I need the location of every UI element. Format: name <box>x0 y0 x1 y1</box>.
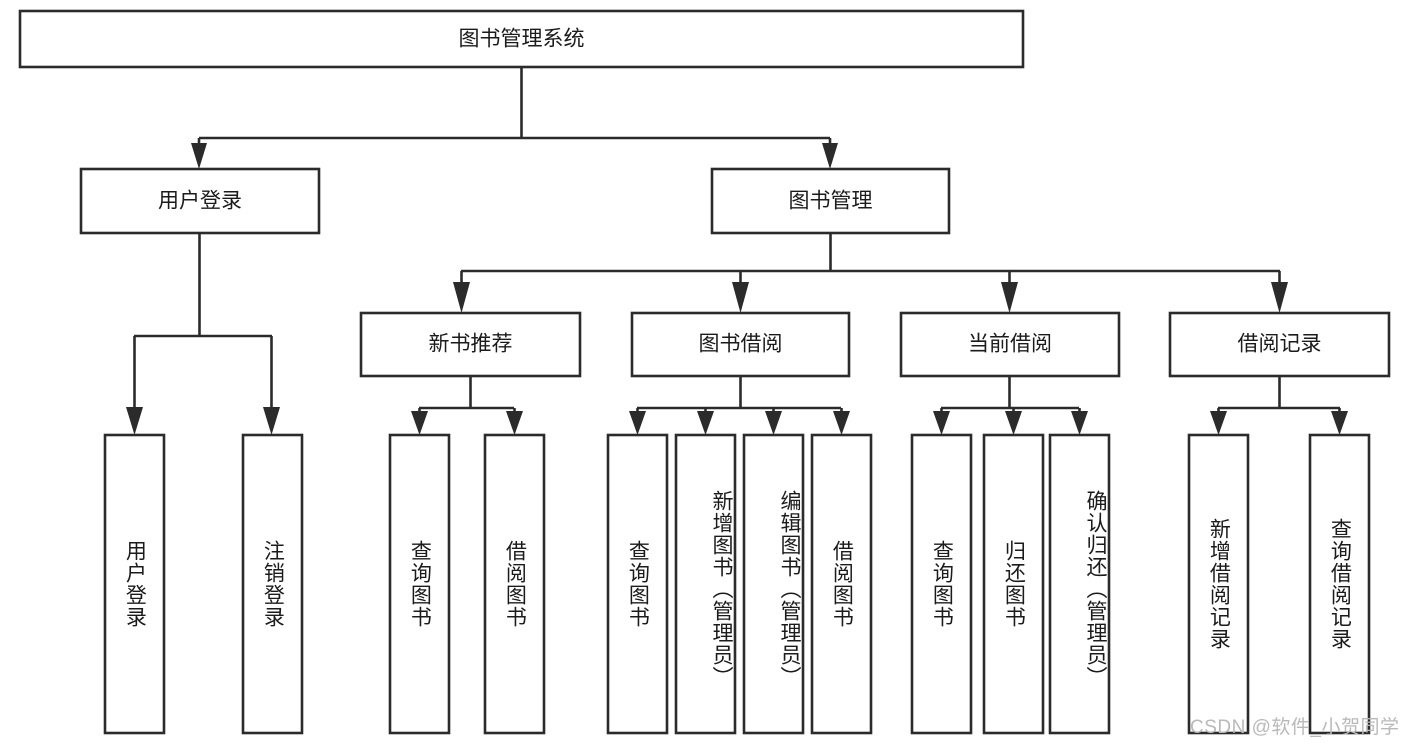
node-root-box[interactable] <box>18 9 1025 69</box>
node-leaf-return-book-box[interactable] <box>982 433 1045 735</box>
arrowhead-user-login <box>191 143 207 169</box>
leaf-boxes <box>103 433 1371 735</box>
arrowhead-leaf-logout <box>263 407 280 435</box>
node-user-login-box[interactable] <box>79 167 321 235</box>
node-leaf-query-book-2-box[interactable] <box>606 433 669 735</box>
node-user-login[interactable]: 用户登录 <box>79 167 321 235</box>
arrowhead-leaf-return-book <box>1005 411 1022 435</box>
connector-group-book-manage <box>453 233 1288 313</box>
arrowhead-leaf-user-login <box>126 407 143 435</box>
node-new-book-rec-label: 新书推荐 <box>429 333 513 356</box>
node-user-login-label: 用户登录 <box>158 190 242 213</box>
connector-group-current-borrow <box>933 376 1088 435</box>
arrowhead-leaf-query-book-2 <box>629 411 646 435</box>
node-book-manage-label: 图书管理 <box>789 190 873 213</box>
node-new-book-rec[interactable]: 新书推荐 <box>359 311 582 378</box>
node-leaf-user-login-box[interactable] <box>103 433 166 735</box>
node-book-borrow-label: 图书借阅 <box>699 333 783 356</box>
node-leaf-add-book-box[interactable] <box>674 433 737 735</box>
connector-group-new-book-rec <box>411 376 523 435</box>
node-borrow-record-box[interactable] <box>1168 311 1391 378</box>
csdn-watermark: CSDN @软件_小贺同学 <box>1190 717 1400 738</box>
node-borrow-record[interactable]: 借阅记录 <box>1168 311 1391 378</box>
node-leaf-add-record-box[interactable] <box>1187 433 1250 735</box>
node-leaf-query-book-3-box[interactable] <box>910 433 973 735</box>
connector-group-root <box>191 67 838 169</box>
node-leaf-edit-book-box[interactable] <box>742 433 805 735</box>
arrowhead-leaf-borrow-book-2 <box>833 411 850 435</box>
arrowhead-book-borrow <box>732 282 749 313</box>
node-book-manage[interactable]: 图书管理 <box>710 167 951 235</box>
node-leaf-borrow-book-1-box[interactable] <box>483 433 546 735</box>
arrowhead-current-borrow <box>1001 282 1018 313</box>
arrowhead-borrow-record <box>1271 282 1288 313</box>
node-new-book-rec-box[interactable] <box>359 311 582 378</box>
connector-group-borrow-record <box>1210 376 1348 435</box>
node-leaf-query-record-box[interactable] <box>1308 433 1371 735</box>
node-leaf-borrow-book-2-box[interactable] <box>810 433 873 735</box>
node-book-borrow-box[interactable] <box>630 311 851 378</box>
node-book-borrow[interactable]: 图书借阅 <box>630 311 851 378</box>
node-borrow-record-label: 借阅记录 <box>1238 333 1322 356</box>
node-root[interactable]: 图书管理系统 <box>18 9 1025 69</box>
arrowhead-leaf-add-record <box>1210 411 1227 435</box>
node-current-borrow-label: 当前借阅 <box>968 333 1052 356</box>
arrowhead-leaf-query-record <box>1331 411 1348 435</box>
arrowhead-leaf-query-book-1 <box>411 411 428 435</box>
arrowhead-leaf-add-book <box>697 411 714 435</box>
connector-group-book-borrow <box>629 376 850 435</box>
arrowhead-leaf-borrow-book-1 <box>506 411 523 435</box>
node-current-borrow[interactable]: 当前借阅 <box>899 311 1121 378</box>
node-book-manage-box[interactable] <box>710 167 951 235</box>
node-leaf-logout-box[interactable] <box>241 433 304 735</box>
node-leaf-query-book-1-box[interactable] <box>388 433 451 735</box>
node-leaf-confirm-return-box[interactable] <box>1048 433 1111 735</box>
node-root-label: 图书管理系统 <box>459 28 585 51</box>
arrowhead-leaf-confirm-return <box>1071 411 1088 435</box>
arrowhead-new-book-rec <box>453 282 470 313</box>
connector-group-user-login <box>126 233 280 435</box>
arrowhead-leaf-query-book-3 <box>933 411 950 435</box>
node-current-borrow-box[interactable] <box>899 311 1121 378</box>
arrowhead-book-manage <box>822 143 838 169</box>
arrowhead-leaf-edit-book <box>765 411 782 435</box>
